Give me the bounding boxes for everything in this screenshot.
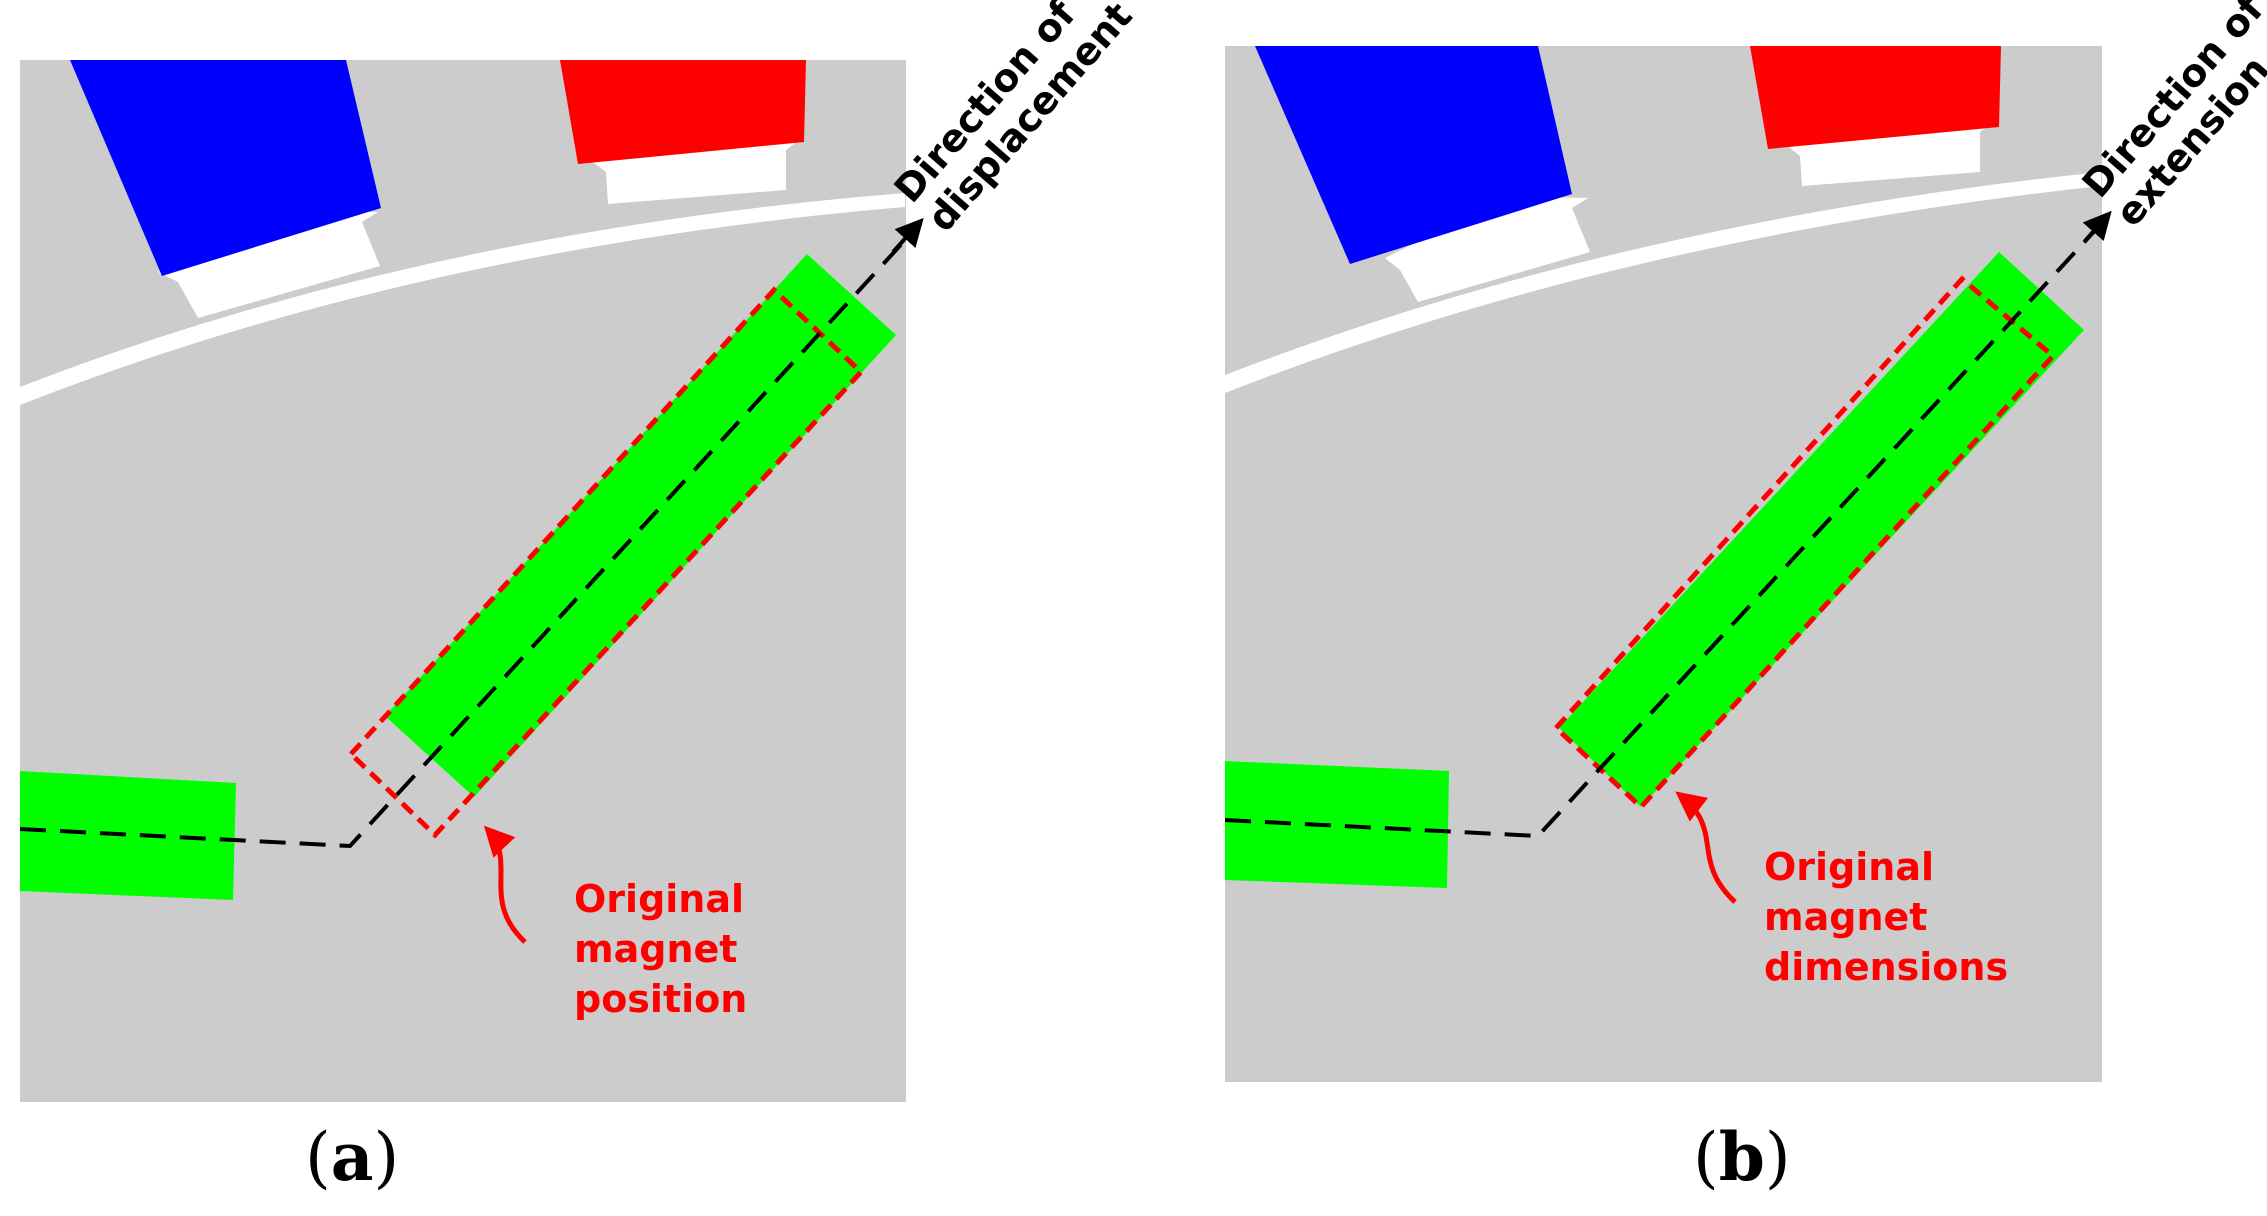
panel-b-caption: (b) <box>1693 1118 1791 1196</box>
panel-a-magnet-axis <box>19 235 910 849</box>
panel-b-caption-close: ) <box>1765 1119 1791 1196</box>
panel-b-air-gap <box>1225 172 2101 393</box>
panel-a-magnet-horizontal <box>20 771 236 900</box>
panel-b-caption-letter: b <box>1719 1118 1765 1196</box>
panel-b-coil-red <box>1750 46 2001 149</box>
panel-a-direction-label: Direction of displacement <box>886 0 1141 240</box>
panel-b-magnet-axis <box>1224 223 2102 839</box>
panel-a-coil-red <box>560 60 806 164</box>
panel-a-callout-line2: magnet <box>574 927 737 971</box>
panel-b-direction-arrow <box>2082 210 2112 243</box>
panel-b-callout-line1: Original <box>1764 845 1934 889</box>
panel-a-caption-close: ) <box>374 1119 400 1196</box>
panel-b-callout-line3: dimensions <box>1764 945 2008 989</box>
panel-b-direction-label: Direction of extension <box>2074 0 2267 235</box>
panel-b: Original magnet dimensions Direction of … <box>1224 0 2267 1196</box>
panel-a-stator-tooth-left <box>158 210 380 318</box>
panel-a: Original magnet position Direction of di… <box>19 0 1141 1196</box>
panel-a-original-magnet-outline <box>347 286 865 839</box>
panel-a-magnet-displaced <box>385 254 896 797</box>
panel-a-caption-open: ( <box>305 1119 331 1196</box>
panel-b-callout-arrow <box>1675 791 1737 904</box>
panel-b-original-magnet-outline <box>1552 275 2057 811</box>
panel-b-coil-blue <box>1255 46 1572 264</box>
panel-a-caption-letter: a <box>331 1118 374 1196</box>
panel-b-stator-tooth-left <box>1385 196 1590 302</box>
panel-a-callout-arrow <box>483 825 527 944</box>
panel-a-direction-arrow <box>891 217 924 254</box>
panel-a-air-gap <box>20 193 905 405</box>
panel-a-caption: (a) <box>305 1118 399 1196</box>
panel-b-magnet-horizontal <box>1225 761 1449 888</box>
panel-b-caption-open: ( <box>1693 1119 1719 1196</box>
panel-b-callout-line2: magnet <box>1764 895 1927 939</box>
panel-a-callout-line1: Original <box>574 877 744 921</box>
panel-a-coil-blue <box>70 60 381 276</box>
panel-a-callout-line3: position <box>574 977 747 1021</box>
